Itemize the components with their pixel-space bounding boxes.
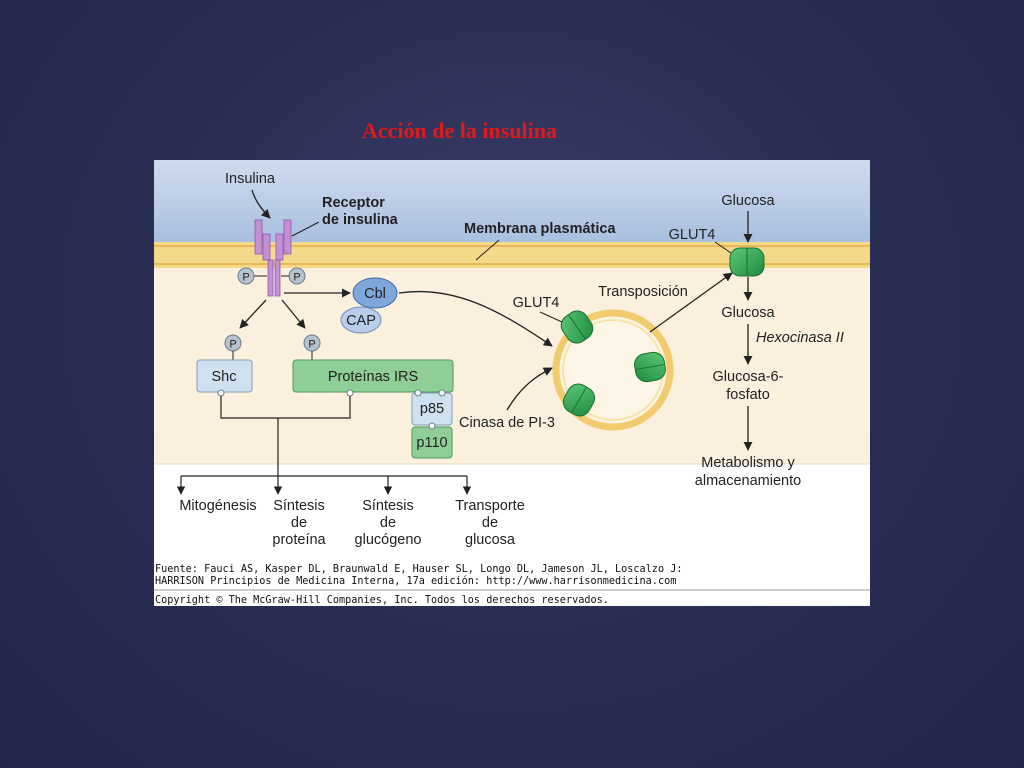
glut4-membrane-transporter bbox=[729, 247, 765, 277]
irs-phospho: P bbox=[303, 334, 321, 352]
receptor-phospho-left: P bbox=[237, 267, 255, 285]
source-line-2: HARRISON Principios de Medicina Interna,… bbox=[155, 575, 676, 587]
cinasa-label: Cinasa de PI-3 bbox=[459, 415, 555, 431]
extracellular-space bbox=[154, 160, 870, 242]
svg-text:p85: p85 bbox=[420, 401, 444, 417]
glut4-transporter-3 bbox=[562, 383, 596, 417]
glucosa-intracellular-label: Glucosa bbox=[721, 305, 775, 321]
p110-box: p110 bbox=[411, 426, 453, 459]
svg-text:glucosa: glucosa bbox=[465, 532, 516, 548]
output-sintesis-proteina: Síntesis de proteína bbox=[272, 498, 326, 548]
cap-node: CAP bbox=[340, 306, 382, 334]
metabolismo-label-2: almacenamiento bbox=[695, 473, 801, 489]
membrana-label: Membrana plasmática bbox=[464, 221, 616, 237]
svg-text:P: P bbox=[293, 272, 300, 284]
irs-box: Proteínas IRS bbox=[292, 359, 454, 393]
cbl-node: Cbl bbox=[352, 277, 398, 309]
svg-text:Síntesis: Síntesis bbox=[362, 498, 414, 514]
svg-text:Shc: Shc bbox=[212, 369, 237, 385]
svg-text:P: P bbox=[242, 272, 249, 284]
glut4-transporter-1 bbox=[560, 310, 594, 344]
glucosa-extracellular-label: Glucosa bbox=[721, 193, 775, 209]
hexocinasa-label: Hexocinasa II bbox=[756, 330, 844, 346]
output-transporte-glucosa: Transporte de glucosa bbox=[455, 498, 525, 548]
shc-box: Shc bbox=[196, 359, 253, 393]
insulin-action-diagram: Insulina Receptor de insulina Membrana p… bbox=[154, 160, 870, 606]
output-sintesis-glucogeno: Síntesis de glucógeno bbox=[355, 498, 422, 548]
svg-text:Cbl: Cbl bbox=[364, 286, 386, 302]
svg-text:P: P bbox=[229, 339, 236, 351]
receptor-label-1: Receptor bbox=[322, 195, 385, 211]
glut4-membrane-label: GLUT4 bbox=[669, 227, 716, 243]
svg-text:CAP: CAP bbox=[346, 313, 376, 329]
insulina-label: Insulina bbox=[225, 171, 276, 187]
receptor-phospho-right: P bbox=[288, 267, 306, 285]
glut4-transporter-2 bbox=[634, 351, 666, 383]
svg-text:glucógeno: glucógeno bbox=[355, 532, 422, 548]
output-mitogenesis: Mitogénesis bbox=[179, 498, 256, 514]
svg-text:Proteínas IRS: Proteínas IRS bbox=[328, 369, 418, 385]
svg-text:P: P bbox=[308, 339, 315, 351]
glut4-vesicle-label: GLUT4 bbox=[513, 295, 560, 311]
svg-text:Síntesis: Síntesis bbox=[273, 498, 325, 514]
svg-text:de: de bbox=[482, 515, 498, 531]
source-line-1: Fuente: Fauci AS, Kasper DL, Braunwald E… bbox=[155, 564, 682, 575]
transposicion-label: Transposición bbox=[598, 284, 688, 300]
svg-text:p110: p110 bbox=[416, 435, 447, 451]
p85-box: p85 bbox=[411, 392, 453, 426]
svg-text:Transporte: Transporte bbox=[455, 498, 525, 514]
g6p-label-2: fosfato bbox=[726, 387, 770, 403]
svg-text:de: de bbox=[380, 515, 396, 531]
svg-text:de: de bbox=[291, 515, 307, 531]
insulin-receptor bbox=[254, 219, 292, 297]
metabolismo-label-1: Metabolismo y bbox=[701, 455, 795, 471]
svg-text:proteína: proteína bbox=[272, 532, 326, 548]
shc-phospho: P bbox=[224, 334, 242, 352]
receptor-label-2: de insulina bbox=[322, 212, 399, 228]
source-copyright: Copyright © The McGraw-Hill Companies, I… bbox=[155, 595, 609, 606]
slide-title: Acción de la insulina bbox=[362, 118, 557, 143]
g6p-label-1: Glucosa-6- bbox=[713, 369, 784, 385]
